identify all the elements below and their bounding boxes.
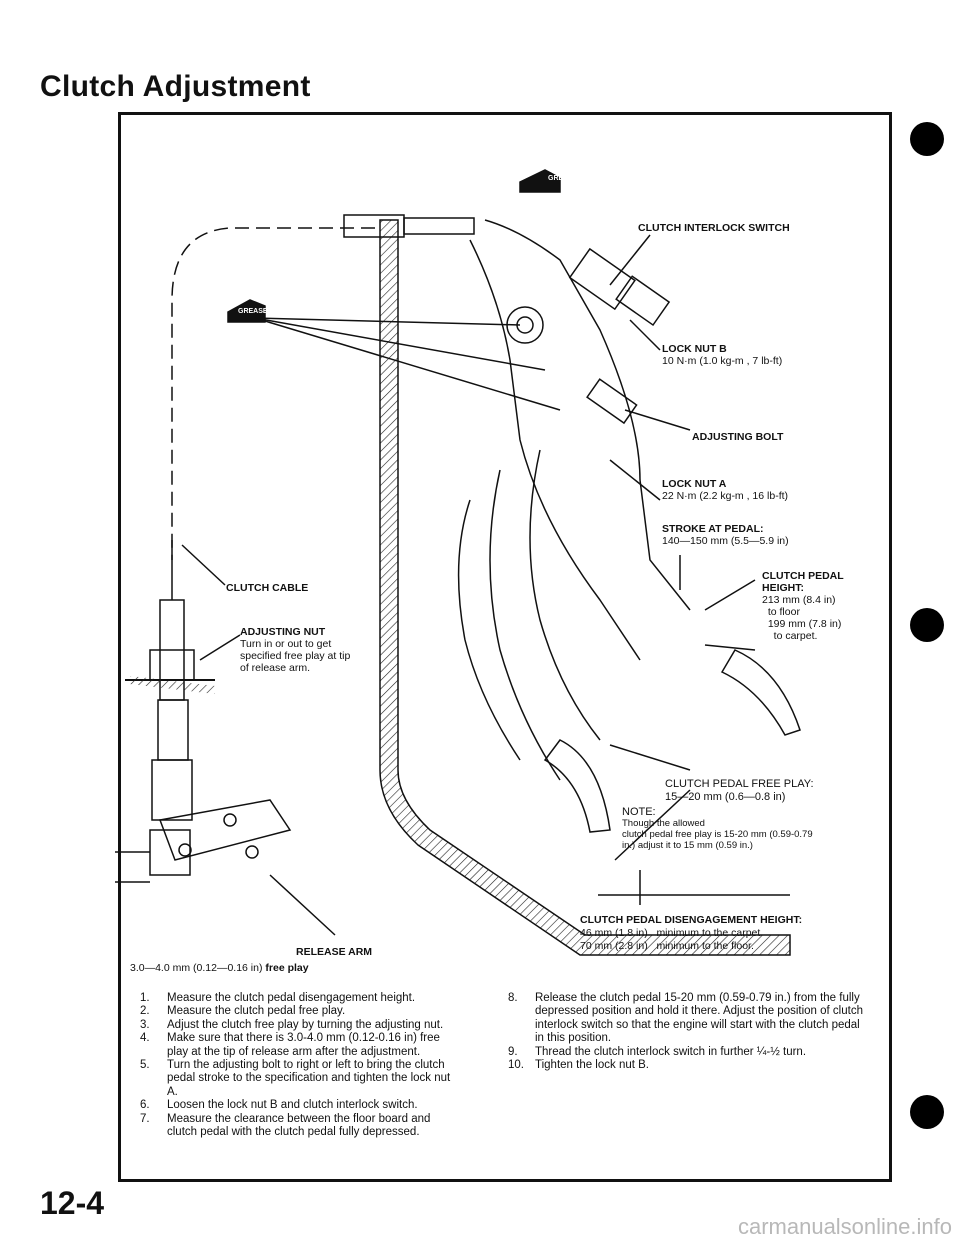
stroke-value: 140—150 mm (5.5—5.9 in) <box>662 535 789 547</box>
lock-nut-a-label: LOCK NUT A <box>662 478 727 490</box>
step-item: 5. Turn the adjusting bolt to right or le… <box>140 1059 458 1099</box>
step-item: 9. Thread the clutch interlock switch in … <box>508 1046 870 1059</box>
step-num: 6. <box>140 1099 150 1112</box>
step-num: 9. <box>508 1045 518 1058</box>
release-free-play-bold: free play <box>265 962 309 974</box>
step-item: 3. Adjust the clutch free play by turning… <box>140 1019 458 1032</box>
pedal-pad-2 <box>543 739 611 833</box>
step-text: Tighten the lock nut B. <box>535 1059 650 1072</box>
steps-right: 8. Release the clutch pedal 15-20 mm (0.5… <box>508 992 870 1072</box>
grease-label-1: GREASE <box>548 175 578 182</box>
steps-left: 1. Measure the clutch pedal disengagement… <box>140 992 458 1139</box>
step-text: Release the clutch pedal 15-20 mm (0.59-… <box>535 992 863 1045</box>
adjusting-nut-label: ADJUSTING NUT <box>240 626 326 638</box>
grease-icon-1 <box>519 169 561 193</box>
step-num: 3. <box>140 1018 150 1031</box>
adjusting-bolt-label: ADJUSTING BOLT <box>692 431 784 443</box>
stroke-title: STROKE AT PEDAL: <box>662 523 764 535</box>
step-item: 4. Make sure that there is 3.0-4.0 mm (0.… <box>140 1032 458 1059</box>
step-item: 10. Tighten the lock nut B. <box>508 1059 870 1072</box>
disengagement-title: CLUTCH PEDAL DISENGAGEMENT HEIGHT: <box>580 914 803 926</box>
step-item: 1. Measure the clutch pedal disengagement… <box>140 992 458 1005</box>
disengagement-floor: 70 mm (2.8 in) minimum to the floor. <box>580 940 754 952</box>
lock-nut-b-torque: 10 N·m (1.0 kg-m , 7 lb-ft) <box>662 355 783 367</box>
step-item: 7. Measure the clearance between the floo… <box>140 1113 458 1140</box>
step-text: Measure the clutch pedal disengagement h… <box>167 992 416 1004</box>
firewall-panel <box>379 219 791 956</box>
release-free-play-value: 3.0—4.0 mm (0.12—0.16 in) <box>130 962 266 974</box>
step-item: 6. Loosen the lock nut B and clutch inter… <box>140 1099 458 1112</box>
page-number: 12-4 <box>40 1185 105 1221</box>
step-num: 8. <box>508 992 518 1004</box>
step-text: Measure the clutch pedal free play. <box>167 1005 346 1018</box>
binder-hole-1 <box>910 122 944 156</box>
step-item: 2. Measure the clutch pedal free play. <box>140 1005 458 1018</box>
pedal-pad-1 <box>720 649 801 736</box>
step-text: Adjust the clutch free play by turning t… <box>167 1018 444 1031</box>
note-title: NOTE: <box>622 806 656 818</box>
release-free-play: 3.0—4.0 mm (0.12—0.16 in) free play <box>130 962 309 974</box>
cable-housing <box>171 227 375 560</box>
step-num: 2. <box>140 1005 150 1018</box>
lock-nut-b-label: LOCK NUT B <box>662 343 727 355</box>
step-num: 5. <box>140 1059 150 1072</box>
step-text: Turn the adjusting bolt to right or left… <box>167 1059 451 1098</box>
step-text: Make sure that there is 3.0-4.0 mm (0.12… <box>167 1032 440 1058</box>
interlock-switch-body <box>568 247 636 311</box>
grease-icon-2 <box>227 299 266 323</box>
step-text: Thread the clutch interlock switch in fu… <box>535 1045 807 1058</box>
free-play-value: 15—20 mm (0.6—0.8 in) <box>665 791 786 803</box>
adjusting-bolt-shape <box>586 378 638 425</box>
step-num: 7. <box>140 1112 150 1125</box>
step-num: 10. <box>508 1059 524 1072</box>
grease-label-2: GREASE <box>238 308 268 315</box>
adjusting-nut-desc: Turn in or out to get specified free pla… <box>240 638 351 674</box>
step-text: Loosen the lock nut B and clutch interlo… <box>167 1099 418 1112</box>
note-text: Though the allowed clutch pedal free pla… <box>622 818 813 851</box>
clutch-cable-label: CLUTCH CABLE <box>226 582 309 594</box>
pedal-height-title: CLUTCH PEDAL HEIGHT: <box>762 570 844 594</box>
release-cable <box>159 540 185 701</box>
step-text: Measure the clearance between the floor … <box>167 1112 431 1139</box>
binder-hole-3 <box>910 1095 944 1129</box>
step-num: 4. <box>140 1032 150 1045</box>
adjusting-nut-shape <box>149 649 195 681</box>
free-play-title: CLUTCH PEDAL FREE PLAY: <box>665 778 814 790</box>
binder-hole-2 <box>910 608 944 642</box>
watermark: carmanualsonline.info <box>737 1214 952 1239</box>
page-title: Clutch Adjustment <box>40 70 311 103</box>
lock-nut-a-torque: 22 N·m (2.2 kg-m , 16 lb-ft) <box>662 490 789 502</box>
release-arm-label: RELEASE ARM <box>296 946 373 958</box>
step-num: 1. <box>140 992 150 1004</box>
content-frame <box>118 112 892 1182</box>
pedal-height-value: 213 mm (8.4 in) to floor 199 mm (7.8 in)… <box>762 594 842 642</box>
interlock-switch-label: CLUTCH INTERLOCK SWITCH <box>638 222 790 234</box>
pedal-arm <box>484 219 691 611</box>
disengagement-carpet: 46 mm (1.8 in) minimum to the carpet <box>580 927 761 939</box>
step-item: 8. Release the clutch pedal 15-20 mm (0.5… <box>508 992 870 1046</box>
release-arm-shape <box>158 799 292 861</box>
